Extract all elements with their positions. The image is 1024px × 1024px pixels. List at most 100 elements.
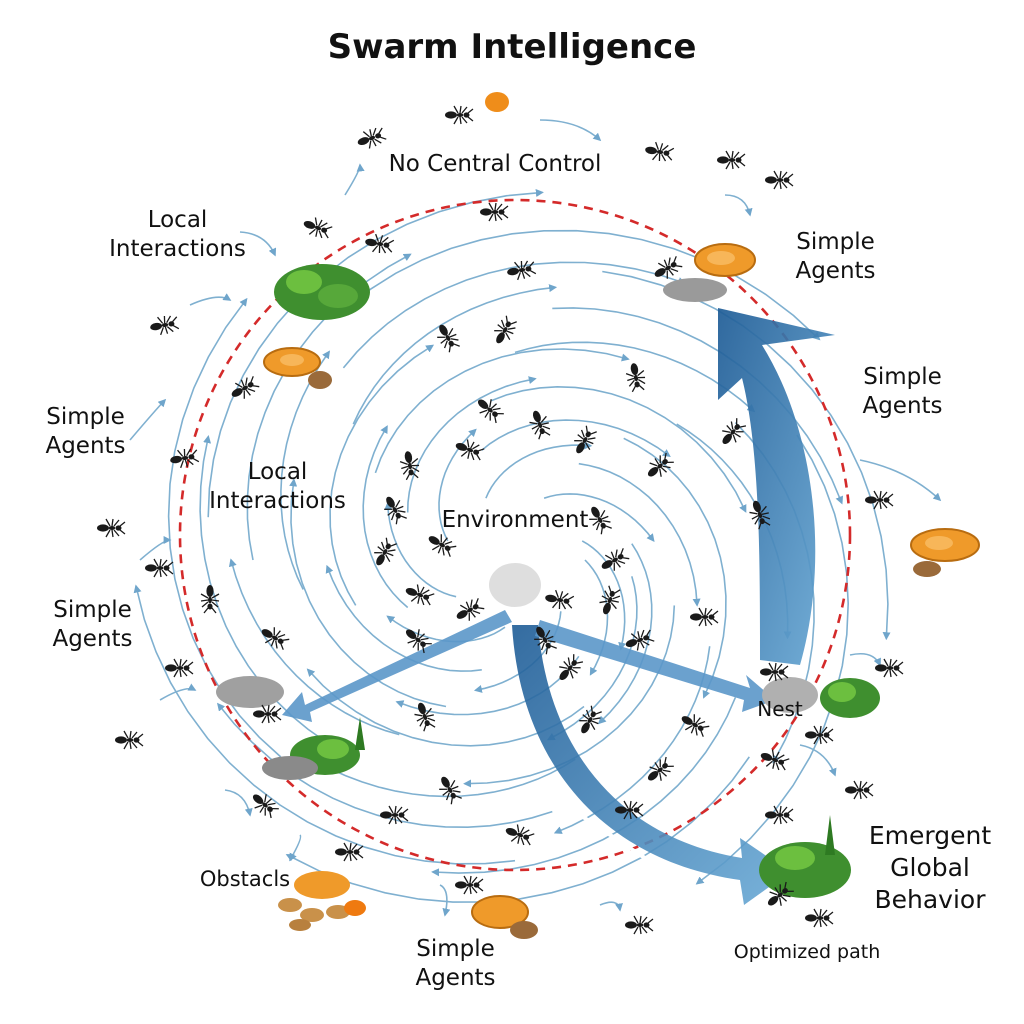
label-environment: Environment	[441, 507, 589, 533]
flow-arrow	[849, 652, 881, 667]
flow-arrow	[406, 376, 537, 513]
flow-arrow	[485, 441, 593, 499]
environment-center	[489, 563, 541, 607]
rock-obstacle-icon	[278, 871, 366, 931]
label-simple-agents-right: Simple Agents	[862, 364, 943, 420]
ant-icon	[716, 150, 746, 170]
flow-arrow	[228, 558, 400, 736]
flow-arrow	[346, 229, 821, 341]
left-nest-arrow	[282, 610, 512, 722]
flow-arrow	[329, 344, 435, 606]
ant-icon	[354, 124, 388, 153]
flow-arrow	[799, 744, 837, 777]
ant-icon	[623, 361, 648, 394]
flow-arrow	[189, 293, 232, 306]
label-obstacles: Obstacls	[199, 867, 291, 891]
ant-icon	[595, 584, 624, 618]
vegetation-patches	[274, 264, 880, 898]
ant-icon	[397, 449, 422, 482]
ant-icon	[676, 709, 712, 740]
label-simple-agents-top-right: Simple Agents	[795, 229, 876, 285]
nest-mound-icon	[216, 676, 284, 708]
nest-arrow	[535, 620, 775, 712]
ant-icon	[624, 915, 654, 935]
vegetation-patch-icon	[274, 264, 370, 320]
ant-icon	[148, 313, 181, 338]
ant-icon	[649, 253, 685, 284]
flow-arrow	[285, 756, 750, 903]
nest-mounds	[216, 278, 818, 780]
flow-arrow	[199, 435, 344, 753]
ant-icon	[363, 231, 396, 256]
ant-icon	[96, 518, 126, 538]
vegetation-patch-icon	[820, 678, 880, 718]
ant-icon	[472, 392, 507, 426]
diagram-title: Swarm Intelligence	[327, 27, 697, 67]
label-nest: Nest	[757, 697, 803, 721]
nest-mound-icon	[262, 756, 318, 780]
flow-arrow	[491, 385, 747, 513]
emergent-arrows	[282, 308, 835, 905]
flow-arrow	[216, 702, 553, 829]
ant-icon	[764, 805, 794, 825]
flow-arrow	[578, 462, 701, 607]
flow-arrow	[597, 543, 653, 725]
flow-arrow	[695, 434, 850, 885]
flow-arrow	[481, 419, 671, 458]
ant-icon	[525, 407, 554, 441]
ant-icon	[451, 595, 487, 626]
flow-arrow	[384, 501, 457, 598]
ant-icon	[643, 139, 676, 164]
optimized-double-arrow	[563, 803, 680, 882]
ant-icon	[114, 730, 144, 750]
food-pile-icon	[910, 528, 980, 577]
vegetation-patch-icon	[759, 815, 851, 898]
ant-icon	[300, 213, 334, 242]
flow-arrow	[280, 350, 330, 590]
label-simple-agents-bottom: Simple Agents	[415, 936, 496, 992]
flow-arrow	[514, 341, 756, 413]
ant-icon	[434, 771, 465, 807]
ant-icon	[444, 105, 474, 125]
label-emergent-global-behavior: Emergent Global Behavior	[868, 821, 992, 914]
flow-arrow	[239, 231, 277, 257]
ant-icon	[764, 170, 794, 190]
flow-arrow	[289, 834, 302, 862]
ant-icon	[454, 875, 484, 895]
flow-arrow	[599, 901, 623, 912]
ant-icon	[200, 584, 220, 614]
flow-arrow	[374, 348, 630, 474]
flow-arrow	[859, 459, 942, 502]
flow-arrow	[139, 536, 172, 561]
flow-arrow	[224, 789, 253, 817]
flow-arrow	[463, 605, 676, 788]
ant-icon	[505, 258, 538, 283]
flow-arrow	[439, 884, 451, 917]
ant-icon	[164, 658, 194, 678]
food-pile-icon	[485, 92, 509, 112]
ant-icon	[379, 491, 410, 527]
label-simple-agents-left-lower: Simple Agents	[52, 597, 133, 653]
flow-arrow	[325, 564, 482, 672]
ant-icon	[479, 202, 509, 222]
label-simple-agents-left-upper: Simple Agents	[45, 404, 126, 460]
label-local-interactions-top: Local Interactions	[109, 207, 246, 263]
label-no-central-control: No Central Control	[388, 151, 602, 177]
flow-arrow	[342, 261, 687, 369]
ant-icon	[642, 450, 677, 484]
ant-icon	[543, 587, 576, 612]
flow-arrow	[352, 284, 558, 425]
ant-icon	[334, 842, 364, 862]
swarm-boundary-circle	[178, 198, 852, 872]
nest-mound-icon	[762, 677, 818, 713]
ant-icon	[874, 658, 904, 678]
flow-arrow	[327, 758, 576, 798]
label-local-interactions-mid: Local Interactions	[209, 459, 346, 515]
flow-arrow	[539, 119, 602, 142]
ant-icon	[256, 622, 292, 653]
food-pile-icon	[471, 895, 538, 939]
ant-icon	[715, 415, 749, 450]
flow-arrow	[724, 194, 753, 217]
emergent-up-arrow	[718, 308, 835, 665]
